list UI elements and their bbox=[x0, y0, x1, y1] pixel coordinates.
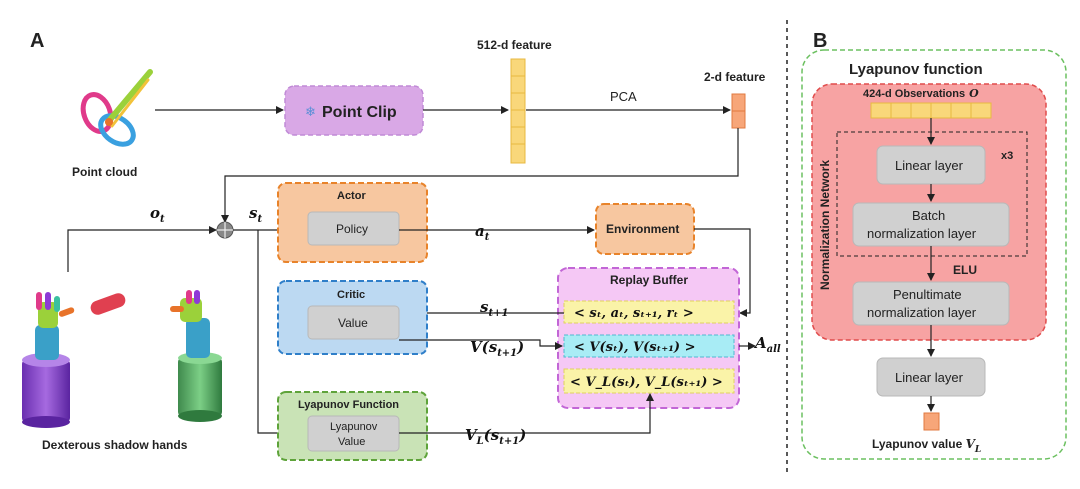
point-clip-box bbox=[284, 85, 424, 136]
s-t1-symbol: st+1 bbox=[480, 298, 508, 319]
repeat-label: x3 bbox=[1001, 150, 1013, 162]
arrow-critic-to-buffer bbox=[399, 339, 563, 350]
value-label: Value bbox=[338, 316, 368, 330]
a-all-symbol: Aall bbox=[753, 334, 781, 355]
arrow-env-to-buffer bbox=[694, 228, 751, 317]
point-clip-label: Point Clip bbox=[322, 104, 397, 121]
actor-title: Actor bbox=[337, 190, 366, 202]
v-s-t1-symbol: V(st+1) bbox=[470, 338, 524, 359]
s-t-symbol: st bbox=[249, 204, 262, 225]
feature-512-bar bbox=[510, 58, 526, 164]
elu-label: ELU bbox=[953, 263, 977, 277]
penultimate-label-2: normalization layer bbox=[867, 305, 977, 320]
penultimate-label-1: Penultimate bbox=[893, 287, 962, 302]
sum-node bbox=[216, 221, 234, 239]
environment-label: Environment bbox=[606, 222, 679, 236]
arrow-obs-to-sum bbox=[67, 226, 217, 272]
pca-label: PCA bbox=[610, 89, 637, 104]
a-t-symbol: at bbox=[475, 222, 490, 243]
feature-512-label: 512-d feature bbox=[477, 38, 552, 52]
value-box bbox=[307, 305, 400, 340]
panel-b-title: Lyapunov function bbox=[849, 61, 983, 78]
lyapunov-output-square bbox=[923, 412, 940, 431]
observation-vector bbox=[870, 102, 992, 119]
repeat-block bbox=[836, 131, 1028, 257]
shadow-hands-image bbox=[22, 290, 222, 428]
point-cloud-label: Point cloud bbox=[72, 165, 137, 179]
output-linear-layer-label: Linear layer bbox=[895, 370, 964, 385]
feature-2-bar bbox=[731, 93, 746, 129]
batch-norm-label-2: normalization layer bbox=[867, 226, 977, 241]
lyapunov-value-label-2: Value bbox=[338, 436, 365, 448]
batch-norm-label-1: Batch bbox=[912, 208, 945, 223]
lyapunov-output-label: Lyapunov value VL bbox=[872, 437, 981, 455]
buffer-row-transition bbox=[563, 300, 735, 324]
panel-a-letter: A bbox=[30, 30, 44, 52]
arrow-feature-to-sum bbox=[221, 128, 739, 223]
buffer-row-value bbox=[563, 334, 735, 358]
policy-label: Policy bbox=[336, 222, 368, 236]
policy-box bbox=[307, 211, 400, 246]
buffer-row-lyapunov-text: < V_L(sₜ), V_L(sₜ₊₁) > bbox=[570, 375, 723, 390]
replay-buffer-title: Replay Buffer bbox=[610, 273, 688, 287]
hands-label: Dexterous shadow hands bbox=[42, 438, 188, 452]
linear-layer-label: Linear layer bbox=[895, 158, 964, 173]
o-t-symbol: ot bbox=[150, 204, 165, 225]
buffer-row-value-text: < V(sₜ), V(sₜ₊₁) > bbox=[574, 340, 696, 355]
panel-b-letter: B bbox=[813, 30, 827, 52]
normalization-network-label: Normalization Network bbox=[818, 160, 832, 290]
lyapunov-function-title: Lyapunov Function bbox=[298, 399, 399, 411]
feature-2-label: 2-d feature bbox=[704, 70, 766, 84]
snowflake-icon: ❄ bbox=[305, 104, 316, 119]
arrow-lyapunov-to-buffer bbox=[399, 393, 654, 434]
lyapunov-value-label-1: Lyapunov bbox=[330, 421, 378, 433]
vl-s-t1-symbol: VL(st+1) bbox=[465, 426, 526, 447]
scissors-point-cloud-image bbox=[80, 69, 153, 147]
critic-title: Critic bbox=[337, 289, 365, 301]
buffer-row-transition-text: < sₜ, aₜ, sₜ₊₁, rₜ > bbox=[574, 306, 694, 321]
